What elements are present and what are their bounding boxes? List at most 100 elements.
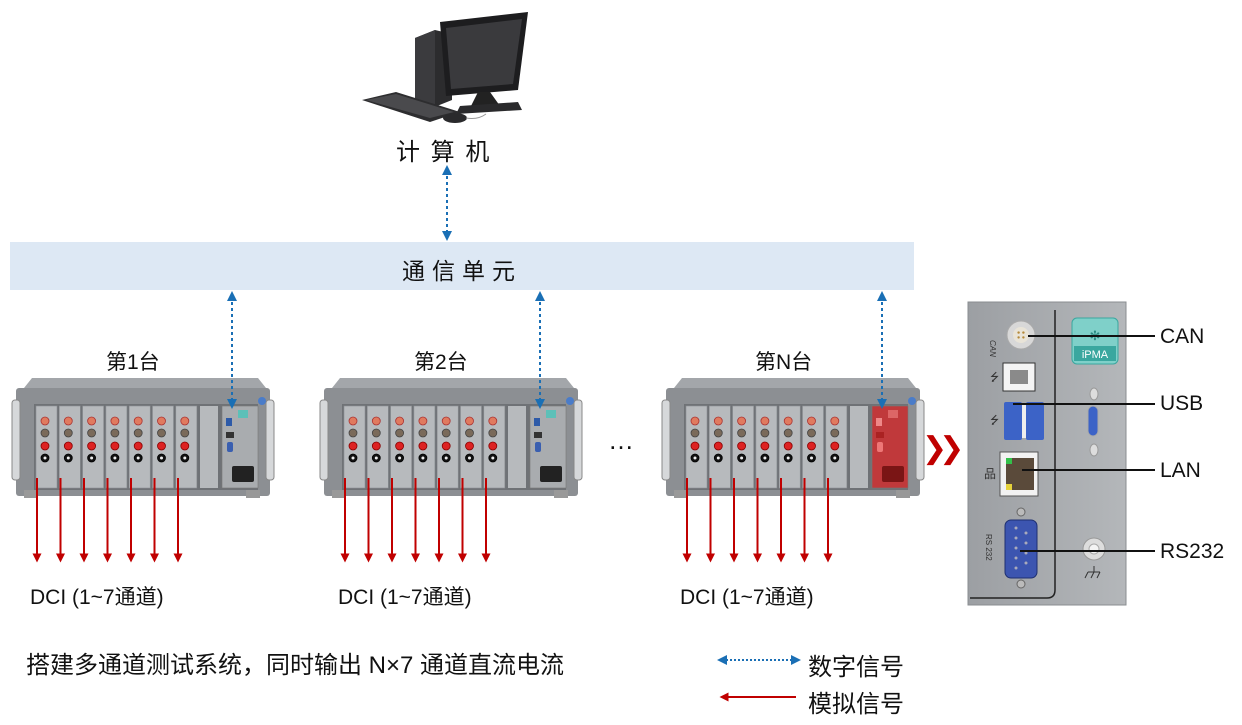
computer <box>360 8 530 126</box>
terminal-red <box>465 441 474 451</box>
terminal-hole <box>444 456 448 460</box>
terminal-orange <box>690 416 700 426</box>
rs232-silk-label: RS 232 <box>984 534 993 561</box>
rs232-pin <box>1024 561 1028 565</box>
terminal-hole <box>374 456 378 460</box>
indicator-led <box>1089 443 1099 457</box>
panel-divider <box>970 310 1056 599</box>
terminal-brown <box>157 428 166 438</box>
terminal-red <box>713 441 723 451</box>
chassis-foot <box>246 490 260 498</box>
terminal-brown <box>133 428 143 438</box>
terminal-brown <box>783 428 793 438</box>
terminal-red <box>783 441 793 451</box>
terminal-brown <box>737 428 746 438</box>
port-label-lan: LAN <box>1160 459 1201 482</box>
communication-unit-label: 通信单元 <box>402 258 522 284</box>
terminal-red <box>807 441 816 451</box>
rs232-pin <box>1024 541 1028 545</box>
usb-a-port <box>1004 402 1022 440</box>
terminal-brown <box>40 428 50 438</box>
terminal-red <box>488 441 498 451</box>
can-pin <box>1017 331 1020 334</box>
terminal-orange <box>180 416 190 426</box>
terminal-hole <box>421 456 425 460</box>
terminal-orange <box>441 416 451 426</box>
terminal-hole <box>693 456 697 460</box>
rs232-screw <box>1016 579 1026 589</box>
terminal-hole <box>786 456 790 460</box>
usb-port <box>534 418 540 426</box>
rs232-port <box>535 442 541 452</box>
chassis-handle <box>265 399 275 481</box>
rs232-port <box>877 442 883 452</box>
lan-port <box>226 432 234 438</box>
terminal-red <box>110 441 120 451</box>
port-label-can: CAN <box>1160 325 1205 348</box>
blank-slot <box>508 406 526 488</box>
more-units-ellipsis: … <box>608 425 634 455</box>
power-inlet <box>882 466 904 482</box>
chassis-screw <box>258 397 266 405</box>
terminal-red <box>348 441 358 451</box>
usb-symbol-icon: ⭍ <box>990 414 999 427</box>
terminal-orange <box>40 416 50 426</box>
terminal-brown <box>488 428 498 438</box>
terminal-hole <box>351 456 355 460</box>
terminal-red <box>441 441 451 451</box>
terminal-orange <box>418 416 428 426</box>
terminal-hole <box>398 456 402 460</box>
terminal-orange <box>488 416 498 426</box>
ipma-logo-text: iPMA <box>1082 349 1109 361</box>
chassis-screw <box>908 397 916 405</box>
unit-output-label-2: DCI (1~7通道) <box>338 586 472 609</box>
terminal-orange <box>110 416 120 426</box>
terminal-red <box>180 441 190 451</box>
terminal-brown <box>418 428 428 438</box>
legend-analog-label: 模拟信号 <box>808 691 904 718</box>
terminal-hole <box>833 456 837 460</box>
terminal-orange <box>157 416 166 426</box>
chassis-handle <box>915 399 925 481</box>
terminal-brown <box>110 428 120 438</box>
chassis-foot <box>332 490 346 498</box>
unit-title-1: 第1台 <box>106 351 160 374</box>
network-symbol-icon: 品 <box>984 467 996 481</box>
rs232-pin <box>1014 536 1018 540</box>
chassis-foot <box>554 490 568 498</box>
terminal-orange <box>87 416 96 426</box>
terminal-brown <box>180 428 190 438</box>
usb-a-port <box>1026 402 1044 440</box>
lan-led-yellow <box>1006 484 1012 490</box>
terminal-hole <box>160 456 163 460</box>
port-label-rs232: RS232 <box>1160 540 1225 563</box>
terminal-hole <box>136 456 140 460</box>
terminal-brown <box>760 428 770 438</box>
terminal-hole <box>183 456 187 460</box>
chassis-handle <box>319 399 329 481</box>
blank-slot <box>850 406 868 488</box>
terminal-brown <box>807 428 816 438</box>
terminal-orange <box>807 416 816 426</box>
terminal-red <box>737 441 746 451</box>
power-inlet <box>540 466 562 482</box>
legend-digital-label: 数字信号 <box>808 654 904 681</box>
indicator-led <box>1089 387 1099 401</box>
usb-b-inner <box>1010 370 1028 384</box>
communication-unit-bar: 通信单元 <box>10 242 914 290</box>
port-label-usb: USB <box>1160 392 1204 415</box>
terminal-orange <box>760 416 770 426</box>
terminal-orange <box>348 416 358 426</box>
terminal-hole <box>716 456 720 460</box>
terminal-red <box>690 441 700 451</box>
terminal-hole <box>66 456 70 460</box>
can-connector-inner <box>1013 327 1029 343</box>
terminal-orange <box>737 416 746 426</box>
usb-a-separator <box>1022 404 1026 438</box>
terminal-red <box>63 441 73 451</box>
rs232-pin <box>1024 531 1028 535</box>
chassis-handle <box>661 399 671 481</box>
terminal-red <box>371 441 381 451</box>
terminal-brown <box>395 428 405 438</box>
